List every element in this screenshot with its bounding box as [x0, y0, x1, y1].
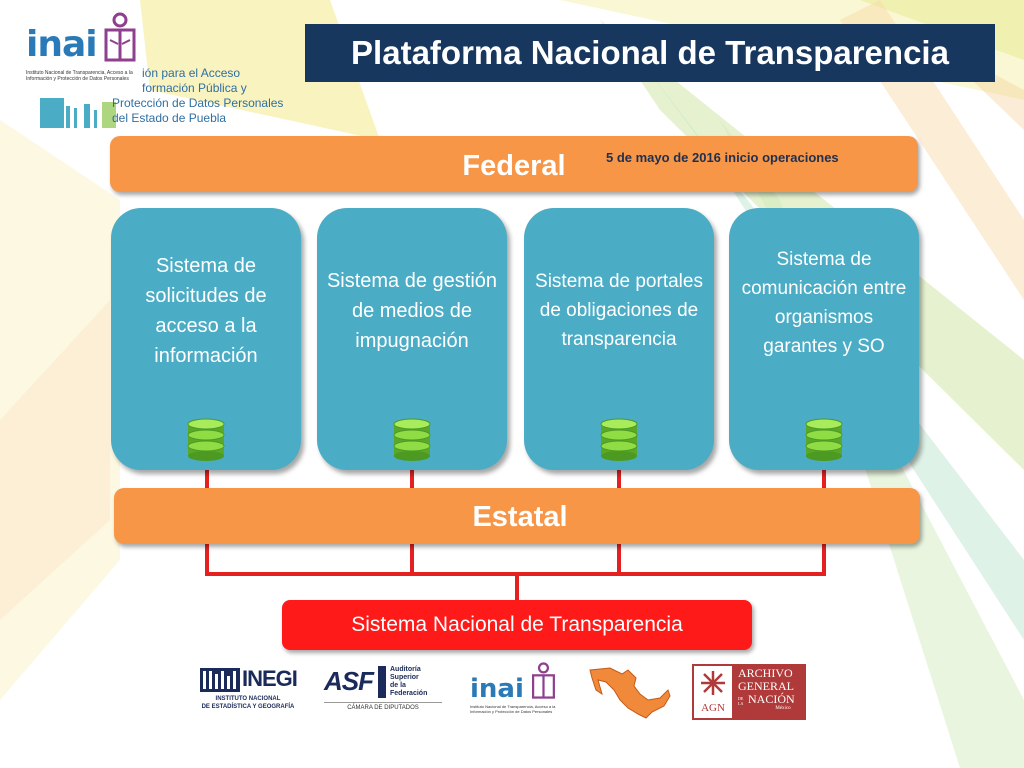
inai-footer-logo: inai Instituto Nacional de Transparencia…: [470, 660, 560, 720]
asf-name: ASF: [324, 666, 374, 696]
inegi-line-1: INSTITUTO NACIONAL: [215, 696, 281, 702]
system-card-impugnacion: Sistema de gestión de medios de impugnac…: [317, 208, 507, 470]
asf-logo: ASF Auditoría Superior de la Federación …: [322, 660, 444, 720]
asf-text: Auditoría Superior de la Federación: [390, 666, 444, 698]
mexico-map-icon: [589, 667, 671, 719]
agn-logo: AGN ARCHIVO GENERAL DE LA NACIÓN México: [692, 664, 806, 720]
system-card-portales: Sistema de portales de obligaciones de t…: [524, 208, 714, 470]
agn-name: ARCHIVO GENERAL DE LA NACIÓN México: [738, 667, 795, 712]
org-line-2: formación Pública y: [142, 81, 247, 95]
asf-line-1: Auditoría: [390, 666, 421, 673]
federal-bar: [110, 136, 918, 192]
system-card-label: Sistema de comunicación entre organismos…: [741, 249, 907, 357]
inai-header-logo: inai Instituto Nacional de Transparencia…: [20, 10, 290, 135]
asf-line-2: Superior: [390, 674, 419, 681]
inegi-name: INEGI: [242, 666, 298, 691]
national-system-box: Sistema Nacional de Transparencia: [282, 600, 752, 650]
asf-line-3: de la Federación: [390, 682, 428, 697]
system-card-label: Sistema de gestión de medios de impugnac…: [326, 269, 498, 352]
agn-line-1: ARCHIVO: [738, 666, 793, 680]
estatal-bar: [114, 488, 920, 544]
inai-brand-text: inai: [26, 24, 98, 65]
puebla-org-name: ión para el Acceso formación Pública y P…: [112, 66, 292, 126]
agn-line-2: GENERAL: [738, 679, 794, 693]
database-icon: [393, 418, 431, 461]
system-card-label: Sistema de portales de obligaciones de t…: [535, 271, 703, 350]
inai-symbol-icon: [104, 12, 136, 62]
inai-subtitle: Instituto Nacional de Transparencia, Acc…: [26, 70, 133, 82]
org-line-3: Protección de Datos Personales: [112, 96, 284, 110]
agn-country: México: [775, 706, 791, 711]
agn-cross-icon: [701, 671, 725, 695]
agn-abbr: AGN: [701, 702, 725, 714]
federal-label: Federal: [462, 149, 566, 182]
org-line-4: del Estado de Puebla: [112, 111, 227, 125]
database-icon: [600, 418, 638, 461]
org-line-1: ión para el Acceso: [142, 66, 241, 80]
system-card-solicitudes: Sistema de solicitudes de acceso a la in…: [111, 208, 301, 470]
inegi-grid-icon: [200, 668, 240, 692]
inai-footer-symbol-icon: [531, 662, 555, 699]
database-icon: [805, 418, 843, 461]
inai-footer-subtitle: Instituto Nacional de Transparencia, Acc…: [470, 704, 556, 714]
inai-footer-brand: inai: [470, 674, 524, 704]
system-card-comunicacion: Sistema de comunicación entre organismos…: [729, 208, 919, 470]
asf-divider: [378, 666, 386, 698]
agn-line-3: NACIÓN: [748, 692, 795, 706]
agn-de: DE LA: [738, 696, 744, 706]
system-card-label: Sistema de solicitudes de acceso a la in…: [145, 254, 267, 367]
estatal-label: Estatal: [472, 500, 568, 533]
agn-emblem: AGN: [694, 666, 732, 718]
itaipue-logo-icon: [40, 98, 116, 128]
database-icon: [187, 418, 225, 461]
page-title: Plataforma Nacional de Transparencia: [305, 24, 995, 82]
inegi-logo: INEGI INSTITUTO NACIONAL DE ESTADÍSTICA …: [198, 660, 298, 720]
asf-line-4: CÁMARA DE DIPUTADOS: [324, 702, 442, 711]
inegi-line-2: DE ESTADÍSTICA Y GEOGRAFÍA: [201, 704, 295, 710]
federal-date-note: 5 de mayo de 2016 inicio operaciones: [606, 150, 839, 165]
